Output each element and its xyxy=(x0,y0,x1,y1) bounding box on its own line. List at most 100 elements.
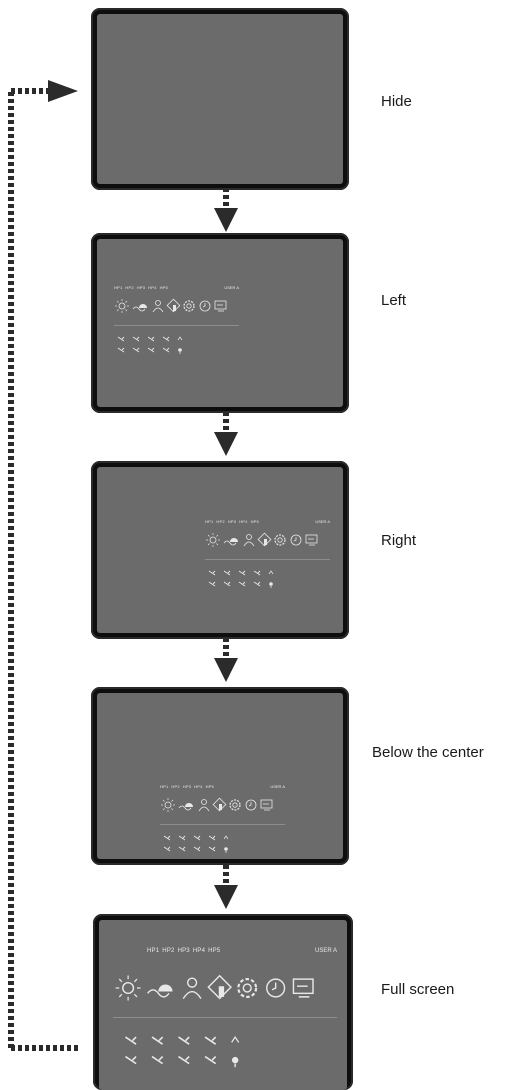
osd-divider xyxy=(114,325,239,326)
user-icon xyxy=(182,977,202,1000)
input-icon xyxy=(260,799,273,811)
shortcut-5-icon xyxy=(231,1035,240,1043)
brightness-icon xyxy=(206,533,220,547)
user-icon xyxy=(198,799,210,812)
shortcut-6-icon xyxy=(117,347,125,353)
osd-tag: HP2 xyxy=(171,784,180,789)
shortcut-1-icon xyxy=(117,336,125,342)
shortcut-2-icon xyxy=(178,835,186,841)
caption-full-screen: Full screen xyxy=(381,981,455,998)
settings-icon xyxy=(237,978,258,998)
osd-shortcuts-grid xyxy=(117,336,183,354)
shortcut-10-icon xyxy=(178,348,182,354)
picture-mode-icon xyxy=(223,538,238,546)
shortcut-2-icon xyxy=(132,336,140,342)
user-icon xyxy=(243,534,255,547)
osd-user: USER A xyxy=(270,784,285,789)
input-icon xyxy=(292,978,314,998)
shortcut-3-icon xyxy=(193,835,201,841)
shortcut-4-icon xyxy=(162,336,170,342)
clock-icon xyxy=(266,978,286,998)
osd-shortcuts-grid xyxy=(208,570,274,588)
shortcut-9-icon xyxy=(162,347,170,353)
brightness-icon xyxy=(161,798,175,812)
settings-icon xyxy=(229,799,241,811)
osd-divider xyxy=(205,559,330,560)
shortcut-4-icon xyxy=(204,1036,217,1045)
shortcut-8-icon xyxy=(178,1055,190,1065)
picture-mode-icon xyxy=(147,984,173,998)
shortcut-8-icon xyxy=(193,846,201,852)
osd-tag: HP3 xyxy=(227,519,237,524)
down-arrow-4 xyxy=(214,865,238,909)
osd-tag: HP5 xyxy=(208,948,221,954)
shortcut-1-icon xyxy=(125,1036,137,1045)
settings-icon xyxy=(274,534,286,546)
shortcut-10-icon xyxy=(224,847,228,853)
osd-tag: HP1 xyxy=(160,784,169,789)
down-arrow-3 xyxy=(214,638,238,682)
caption-right: Right xyxy=(381,532,417,549)
down-arrow-2 xyxy=(214,412,238,456)
shortcut-6-icon xyxy=(163,846,171,852)
osd-divider xyxy=(160,824,285,825)
brightness-icon xyxy=(115,299,129,313)
shortcut-4-icon xyxy=(208,835,216,841)
osd-icons-row xyxy=(115,974,314,1001)
osd-tag: HP1 xyxy=(147,948,160,954)
osd-tag: HP4 xyxy=(194,784,203,789)
osd-tag: HP2 xyxy=(162,948,175,954)
shortcut-5-icon xyxy=(177,336,183,341)
osd-tag: HP1 xyxy=(114,285,123,290)
osd-tag: HP2 xyxy=(216,519,225,524)
settings-icon xyxy=(183,300,195,312)
touch-icon xyxy=(212,797,227,812)
touch-icon xyxy=(257,532,272,547)
shortcut-5-icon xyxy=(223,835,229,840)
osd-user: USER A xyxy=(224,285,239,290)
osd-tag: HP3 xyxy=(182,784,192,789)
shortcut-8-icon xyxy=(147,347,155,353)
shortcut-3-icon xyxy=(238,570,246,576)
monitor-hide xyxy=(91,8,349,190)
input-icon xyxy=(214,300,227,312)
osd-tag: HP5 xyxy=(159,285,168,290)
osd-tag: HP3 xyxy=(177,948,190,954)
caption-below-center: Below the center xyxy=(372,744,484,761)
shortcut-7-icon xyxy=(132,347,140,353)
clock-icon xyxy=(199,300,211,312)
osd-icons-row xyxy=(115,298,227,313)
shortcut-9-icon xyxy=(253,581,261,587)
picture-mode-icon xyxy=(132,304,147,312)
touch-icon xyxy=(207,974,232,1000)
shortcut-3-icon xyxy=(147,336,155,342)
shortcut-3-icon xyxy=(178,1036,190,1045)
osd-icons-row xyxy=(161,797,273,812)
clock-icon xyxy=(290,534,302,546)
clock-icon xyxy=(245,799,257,811)
shortcut-2-icon xyxy=(151,1036,164,1045)
shortcut-5-icon xyxy=(268,570,274,575)
osd-tag: HP3 xyxy=(136,285,146,290)
shortcut-2-icon xyxy=(223,570,231,576)
shortcut-7-icon xyxy=(223,581,231,587)
shortcut-8-icon xyxy=(238,581,246,587)
osd-tag: HP1 xyxy=(205,519,214,524)
input-icon xyxy=(305,534,318,546)
screen-hide xyxy=(97,14,343,184)
osd-tag: HP2 xyxy=(125,285,134,290)
